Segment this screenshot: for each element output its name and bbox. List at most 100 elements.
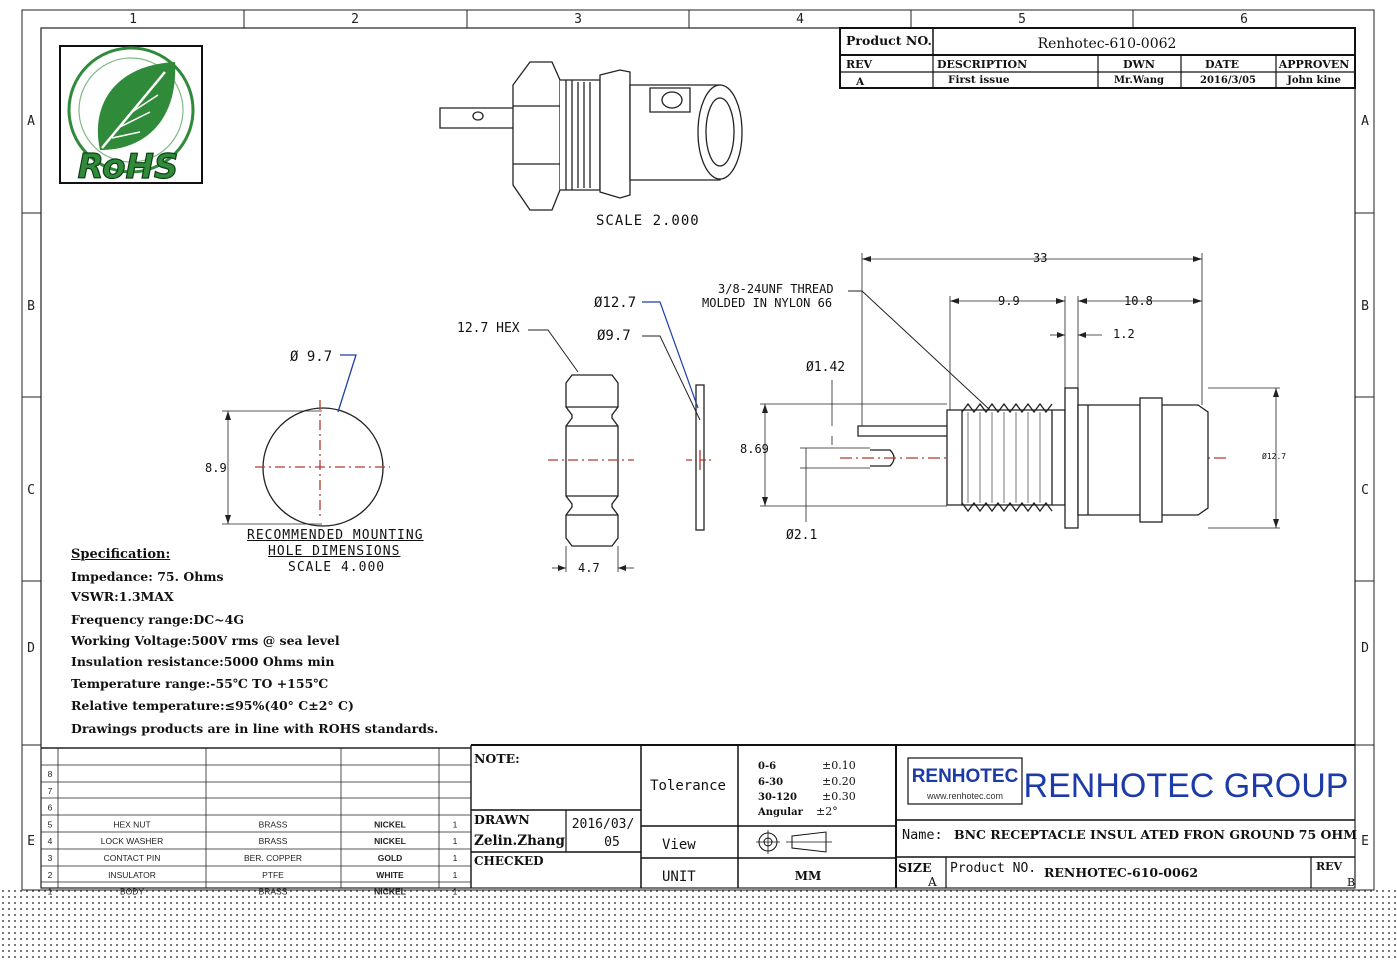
lock-washer-side-view	[642, 301, 714, 531]
body-length-label: 10.8	[1124, 294, 1153, 308]
spec-line: Working Voltage:500V rms @ sea level	[71, 633, 340, 648]
tol-range: 6-30	[758, 777, 783, 788]
name-label: Name:	[902, 827, 943, 843]
approved-header: APPROVEN	[1278, 58, 1350, 71]
dwn-header: DWN	[1123, 58, 1155, 71]
scale-label-top: SCALE 2.000	[596, 213, 700, 229]
dwn-value: Mr.Wang	[1114, 75, 1164, 86]
footer-product-no-label: Product NO.	[950, 861, 1036, 876]
bom-cell-qty: 1	[453, 836, 458, 846]
hex-nut-side-view	[528, 329, 634, 572]
insulator-diameter-label: Ø2.1	[786, 528, 818, 543]
row-letter: B	[27, 299, 35, 314]
footer-rev-label: REV	[1316, 860, 1343, 873]
spec-title: Specification:	[71, 547, 171, 562]
spec-line: Frequency range:DC~4G	[71, 612, 245, 627]
hex-width-label: 4.7	[578, 561, 600, 575]
product-no-value: Renhotec-610-0062	[1038, 36, 1177, 52]
note-label: NOTE:	[474, 751, 520, 766]
washer-inner-diameter-label: Ø9.7	[597, 328, 631, 344]
company-logo-main: RENHOTEC	[912, 766, 1019, 787]
company-logo-url: www.renhotec.com	[926, 791, 1003, 801]
screentone-overlay	[0, 888, 1397, 962]
bom-cell-part: HEX NUT	[113, 819, 150, 829]
hex-size-label: 12.7 HEX	[457, 321, 520, 336]
hole-caption-line-2: HOLE DIMENSIONS	[268, 544, 401, 559]
date-header: DATE	[1205, 58, 1239, 71]
hole-height-label: 8.9	[205, 461, 227, 475]
product-no-label: Product NO.	[846, 33, 932, 48]
bom-cell-no: 2	[48, 870, 53, 880]
title-block	[471, 744, 1355, 888]
checked-label: CHECKED	[474, 854, 544, 868]
bom-cell-finish: NICKEL	[374, 836, 406, 846]
column-numbers: 1 2 3 4 5 6	[129, 12, 1248, 27]
tol-range: 0-6	[758, 761, 776, 772]
drawn-date: 2016/03/	[572, 817, 635, 832]
tol-value: ±0.30	[822, 790, 856, 803]
bom-cell-finish: WHITE	[376, 870, 404, 880]
col-number: 4	[796, 12, 804, 27]
spec-line: Impedance: 75. Ohms	[71, 569, 224, 584]
bom-cell-material: BRASS	[259, 836, 288, 846]
tol-value: ±0.20	[822, 775, 856, 788]
approved-value: John kine	[1286, 75, 1341, 86]
body-diameter-label: Ø12.7	[1262, 452, 1287, 461]
overall-length-label: 33	[1033, 251, 1048, 265]
spec-line: Drawings products are in line with ROHS …	[71, 721, 439, 736]
row-letter: D	[27, 641, 35, 656]
row-letter: C	[1361, 483, 1369, 498]
row-letter: D	[1361, 641, 1369, 656]
rohs-logo: RoHS	[59, 45, 203, 188]
col-number: 6	[1240, 12, 1248, 27]
bom-cell-no: 3	[48, 853, 53, 863]
washer-outer-diameter-label: Ø12.7	[594, 295, 637, 311]
size-value: A	[927, 875, 937, 889]
thread-diameter-label: 8.69	[740, 442, 769, 456]
tol-value: ±0.10	[822, 759, 856, 772]
bom-cell-no: 8	[48, 769, 53, 779]
bom-cell-finish: NICKEL	[374, 819, 406, 829]
connector-isometric-view	[439, 61, 743, 211]
flange-thickness-label: 1.2	[1113, 327, 1135, 341]
bom-cell-no: 7	[48, 786, 53, 796]
column-ticks	[243, 10, 1134, 28]
bom-cell-qty: 1	[453, 819, 458, 829]
unit-label: UNIT	[662, 869, 696, 885]
drawn-name: Zelin.Zhang	[474, 833, 565, 849]
rev-value: A	[855, 76, 865, 88]
drawn-date-2: 05	[604, 835, 620, 850]
thread-label-line-1: 3/8-24UNF THREAD	[718, 282, 834, 296]
bom-cell-qty: 1	[453, 853, 458, 863]
bom-cell-no: 6	[48, 803, 53, 813]
bom-cell-finish: GOLD	[378, 853, 403, 863]
bom-cell-qty: 1	[453, 870, 458, 880]
spec-line: Temperature range:-55℃ TO +155℃	[71, 676, 329, 691]
bom-cell-material: PTFE	[262, 870, 284, 880]
thread-length-label: 9.9	[998, 294, 1020, 308]
bom-table	[41, 745, 472, 888]
footer-rev-value: B	[1347, 876, 1355, 889]
connector-side-view	[760, 253, 1280, 529]
spec-line: Insulation resistance:5000 Ohms min	[71, 654, 335, 669]
row-letter: E	[1361, 834, 1369, 849]
col-number: 3	[574, 12, 582, 27]
tolerance-label: Tolerance	[650, 778, 726, 794]
bom-cell-part: LOCK WASHER	[101, 836, 164, 846]
view-label: View	[662, 837, 696, 853]
hole-scale-label: SCALE 4.000	[288, 560, 386, 575]
thread-label-line-2: MOLDED IN NYLON 66	[702, 296, 833, 310]
rev-header: REV	[846, 58, 873, 71]
col-number: 1	[129, 12, 137, 27]
hole-caption-line-1: RECOMMENDED MOUNTING	[247, 528, 424, 543]
col-number: 2	[351, 12, 359, 27]
spec-line: VSWR:1.3MAX	[71, 589, 174, 604]
rohs-text: RoHS	[78, 147, 179, 187]
row-ticks	[22, 212, 1374, 746]
row-letter: E	[27, 834, 35, 849]
revision-table-text: Product NO. Renhotec-610-0062 REV DESCRI…	[846, 33, 1349, 88]
bom-cell-no: 4	[48, 836, 53, 846]
bom-cell-no: 5	[48, 819, 53, 829]
